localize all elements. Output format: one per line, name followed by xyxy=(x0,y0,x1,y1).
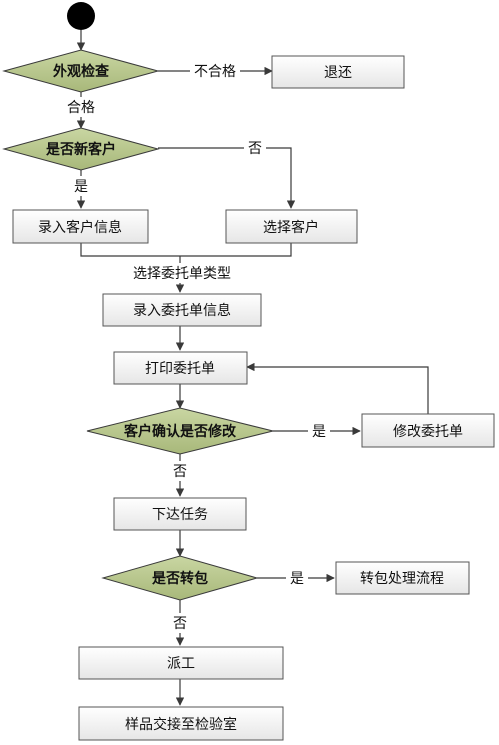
process-dispatch-task: 下达任务 xyxy=(113,497,247,531)
svg-text:录入客户信息: 录入客户信息 xyxy=(38,219,122,236)
label-yes-2: 是 xyxy=(312,424,326,440)
svg-text:修改委托单: 修改委托单 xyxy=(393,424,463,440)
svg-text:下达任务: 下达任务 xyxy=(152,507,208,523)
svg-text:外观检查: 外观检查 xyxy=(53,63,110,80)
label-yes-3: 是 xyxy=(290,571,304,587)
decision-appearance-check: 外观检查 xyxy=(2,49,160,93)
start-node xyxy=(67,2,95,30)
process-return-item: 退还 xyxy=(271,55,405,89)
svg-text:转包处理流程: 转包处理流程 xyxy=(360,571,444,587)
edge-modify-to-print xyxy=(246,362,429,414)
label-qualified: 合格 xyxy=(67,100,95,116)
process-dispatch-work: 派工 xyxy=(78,646,284,680)
edge-newcustomer-to-select xyxy=(158,147,296,209)
svg-text:客户确认是否修改: 客户确认是否修改 xyxy=(123,423,237,440)
svg-text:退还: 退还 xyxy=(324,65,352,81)
process-print-order: 打印委托单 xyxy=(113,351,248,385)
svg-text:派工: 派工 xyxy=(167,656,195,672)
svg-text:是否转包: 是否转包 xyxy=(152,570,208,587)
edge-select-merge xyxy=(180,243,292,257)
svg-text:打印委托单: 打印委托单 xyxy=(145,360,215,377)
label-no-3: 否 xyxy=(173,616,187,632)
process-modify-order: 修改委托单 xyxy=(361,413,495,448)
decision-is-new-customer: 是否新客户 xyxy=(2,127,160,171)
process-sample-handover: 样品交接至检验室 xyxy=(78,706,284,741)
label-no-1: 否 xyxy=(248,141,262,157)
process-subcontract: 转包处理流程 xyxy=(335,561,470,595)
process-select-customer: 选择客户 xyxy=(225,209,358,244)
svg-text:样品交接至检验室: 样品交接至检验室 xyxy=(125,716,237,733)
svg-text:录入委托单信息: 录入委托单信息 xyxy=(133,302,231,319)
label-unqualified: 不合格 xyxy=(194,64,236,80)
process-enter-customer-info: 录入客户信息 xyxy=(12,209,149,244)
edge-enterinfo-merge xyxy=(80,243,180,257)
label-select-order-type: 选择委托单类型 xyxy=(133,266,231,282)
decision-is-subcontract: 是否转包 xyxy=(101,555,259,601)
process-enter-order-info: 录入委托单信息 xyxy=(102,293,262,327)
decision-customer-confirm: 客户确认是否修改 xyxy=(86,407,274,455)
svg-text:是否新客户: 是否新客户 xyxy=(46,141,116,158)
svg-text:选择客户: 选择客户 xyxy=(263,219,319,236)
label-yes-1: 是 xyxy=(74,179,88,195)
label-no-2: 否 xyxy=(173,464,187,480)
